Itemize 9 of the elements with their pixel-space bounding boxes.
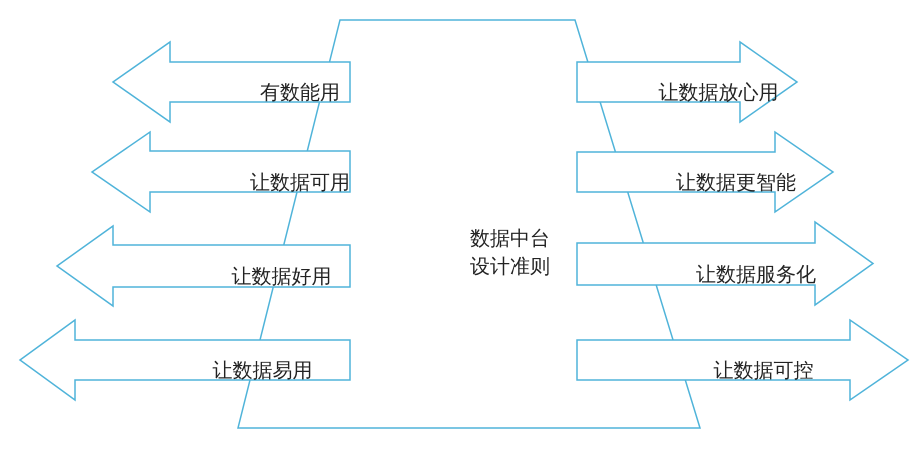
arrow-label: 让数据服务化 xyxy=(696,264,816,284)
arrow-label: 让数据放心用 xyxy=(658,82,778,102)
arrow-label: 让数据更智能 xyxy=(676,172,796,192)
arrow-label: 让数据可用 xyxy=(250,172,350,192)
center-label: 数据中台设计准则 xyxy=(469,225,551,280)
arrow-label: 有数能用 xyxy=(260,82,340,102)
arrow-label: 让数据易用 xyxy=(212,360,312,380)
arrow-label: 让数据可控 xyxy=(714,360,814,380)
arrow-label: 让数据好用 xyxy=(232,266,332,286)
